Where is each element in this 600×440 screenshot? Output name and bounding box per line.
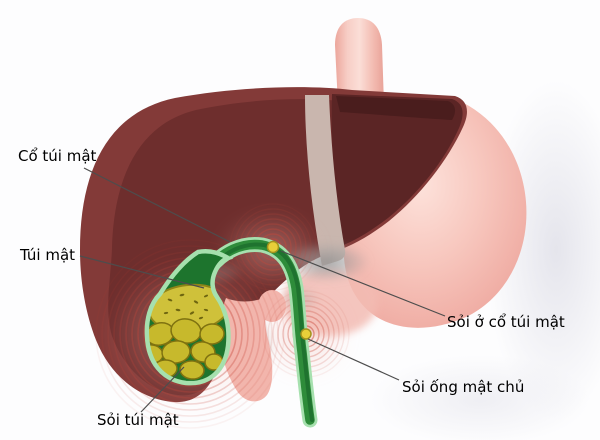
bile-duct bbox=[202, 236, 318, 428]
label-neck-stones: Sỏi ở cổ túi mật bbox=[447, 313, 565, 331]
leader-gallbladder-neck bbox=[83, 167, 231, 243]
gallbladder-outline bbox=[144, 249, 234, 386]
gallstone-speckles bbox=[163, 293, 209, 322]
label-gallbladder-neck: Cổ túi mật bbox=[18, 147, 97, 165]
liver-left-lobe bbox=[331, 94, 463, 247]
gallstones-cluster bbox=[146, 283, 229, 380]
esophagus bbox=[335, 18, 384, 105]
leader-gallbladder-stones bbox=[140, 366, 185, 413]
background-shadow-bottom bbox=[370, 355, 590, 440]
leader-neck-stones bbox=[280, 250, 446, 317]
stone-in-common-bile-duct bbox=[300, 328, 312, 340]
stone-at-gallbladder-neck bbox=[266, 240, 280, 254]
liver-top-band bbox=[336, 96, 456, 120]
leader-duct-stones bbox=[307, 338, 400, 381]
label-gallbladder-stones: Sỏi túi mật bbox=[97, 411, 179, 429]
leader-lines bbox=[79, 167, 446, 413]
label-common-bile-duct-stones: Sỏi ống mật chủ bbox=[402, 378, 525, 396]
label-gallbladder: Túi mật bbox=[20, 246, 76, 264]
small-gallstones bbox=[146, 318, 225, 380]
falciform-ligament bbox=[305, 95, 346, 266]
leader-gallbladder bbox=[79, 255, 205, 289]
